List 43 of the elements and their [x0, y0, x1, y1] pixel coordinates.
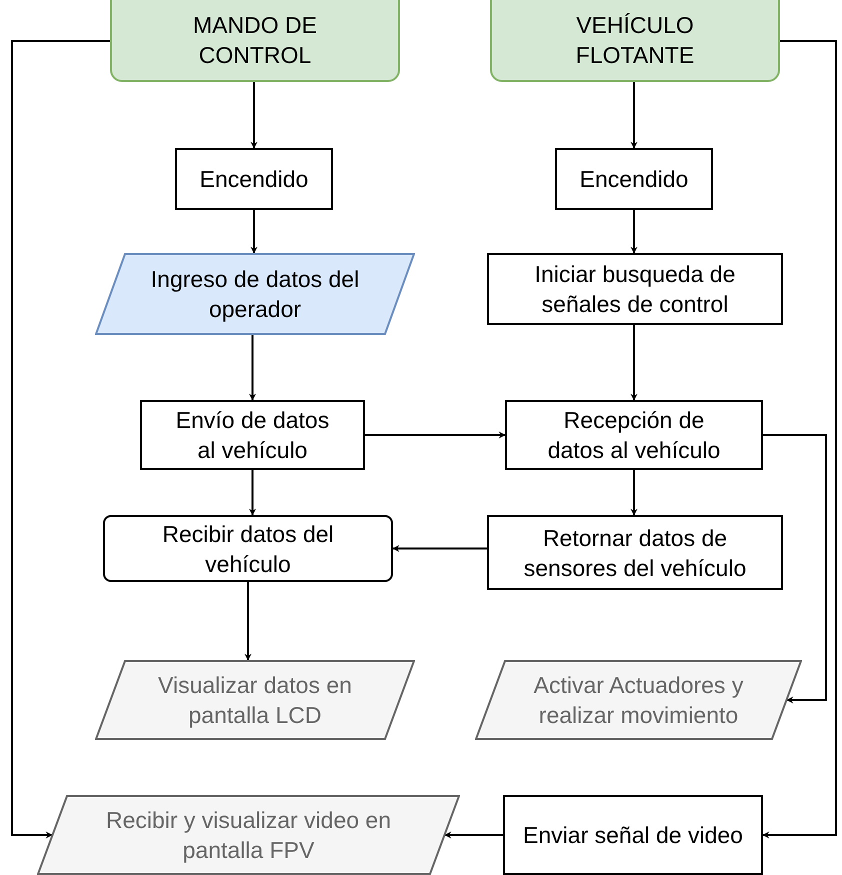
arrow [630, 470, 638, 516]
node-label: Recibir datos del vehículo [161, 520, 335, 578]
process-box [505, 400, 763, 470]
node-label: Recepción de datos al vehículo [546, 406, 722, 465]
arrow [630, 325, 638, 401]
start-box [110, 0, 400, 82]
node-label: Activar Actuadores y realizar movimiento [532, 671, 744, 730]
node-label: VEHÍCULO FLOTANTE [574, 11, 696, 70]
arrow [249, 335, 256, 401]
start-box [490, 0, 780, 82]
arrow [630, 210, 638, 254]
arrow [244, 582, 252, 661]
process-box [175, 148, 333, 210]
node-label: Encendido [200, 165, 308, 194]
arrow [250, 210, 258, 254]
arrow [392, 545, 487, 552]
node-label: Envío de datos al vehículo [174, 406, 330, 465]
output-parallelogram [37, 795, 460, 875]
process-box [487, 515, 783, 590]
arrow [250, 82, 258, 149]
process-box [487, 253, 783, 325]
process-box [503, 795, 763, 875]
process-box [103, 515, 393, 582]
output-parallelogram [95, 660, 415, 740]
node-label: Visualizar datos en pantalla LCD [157, 671, 353, 730]
arrow [365, 432, 506, 438]
process-box [555, 148, 713, 210]
node-label: Retornar datos de sensores del vehículo [522, 524, 748, 582]
output-parallelogram [475, 660, 802, 740]
arrow [444, 832, 503, 838]
input-parallelogram [95, 253, 415, 335]
arrow [630, 82, 638, 149]
arrow [763, 434, 827, 704]
node-label: MANDO DE CONTROL [192, 11, 318, 70]
node-label: Recibir y visualizar video en pantalla FPV [104, 806, 392, 865]
arrow [11, 40, 110, 838]
node-label: Enviar señal de video [523, 821, 743, 850]
arrow [249, 470, 256, 516]
node-label: Iniciar busqueda de señales de control [534, 260, 736, 319]
arrow [762, 40, 837, 838]
node-label: Encendido [580, 165, 688, 194]
node-label: Ingreso de datos del operador [150, 265, 360, 324]
process-box [140, 400, 365, 470]
